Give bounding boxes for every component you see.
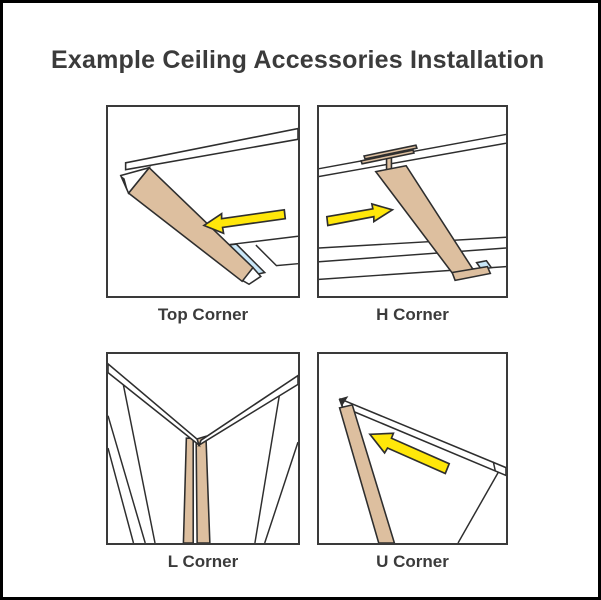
right-arrow-icon	[325, 202, 395, 227]
panel-l-corner	[106, 352, 300, 545]
ceiling-rail-right	[197, 374, 298, 447]
left-arrow-icon	[202, 208, 287, 235]
panel-label-h-corner: H Corner	[376, 305, 449, 324]
left-wall-seam-2	[108, 415, 146, 543]
trim-foot	[451, 265, 492, 282]
panel-label-l-corner: L Corner	[167, 552, 239, 571]
panel-top-corner	[106, 105, 300, 298]
wall-line-2	[319, 247, 506, 263]
l-corner-trim-right	[195, 435, 211, 543]
top-corner-illustration	[119, 127, 298, 286]
h-corner-trim-piece	[374, 164, 477, 281]
panel-u-corner	[317, 352, 508, 545]
panel-label-top-corner: Top Corner	[157, 305, 249, 324]
panel-h-corner	[317, 105, 508, 298]
ceiling-panel-seam-line	[255, 244, 298, 267]
trim-corner-shadow	[338, 396, 349, 407]
up-left-arrow-icon	[368, 432, 451, 475]
page-title: Example Ceiling Accessories Installation	[51, 46, 545, 74]
l-corner-trim-left	[182, 437, 194, 543]
u-corner-illustration	[338, 396, 506, 543]
l-corner-illustration	[108, 362, 298, 543]
ceiling-rail-left	[108, 362, 201, 448]
right-wall-seam-1	[254, 389, 282, 543]
panel-label-u-corner: U Corner	[376, 552, 449, 571]
right-wall-seam-2	[264, 441, 298, 543]
h-connector-flange-front	[360, 149, 415, 165]
left-wall-seam-3	[108, 447, 135, 543]
wall-panel-edge-line	[457, 472, 499, 543]
ceiling-panel-edge-line	[225, 235, 298, 246]
u-corner-trim-piece	[338, 403, 396, 543]
wall-line-1	[319, 236, 506, 249]
rail-joint-line	[492, 461, 496, 471]
ceiling-beam	[124, 127, 298, 171]
ceiling-beam-bottom-line	[319, 142, 506, 178]
left-wall-seam-1	[121, 381, 156, 543]
trim-corner-cap	[119, 166, 152, 195]
h-connector-flange-back	[363, 144, 418, 160]
h-corner-illustration	[319, 133, 506, 282]
